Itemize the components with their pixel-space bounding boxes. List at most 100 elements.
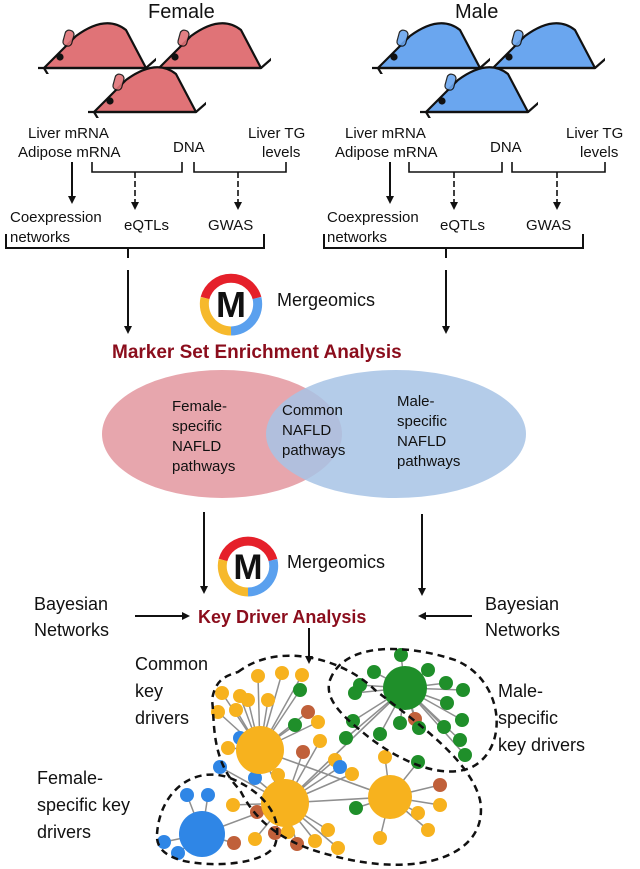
venn-male <box>266 370 526 498</box>
female-gwas-label: GWAS <box>208 217 253 234</box>
male-gwas-label: GWAS <box>526 217 571 234</box>
male-mice <box>370 22 605 118</box>
network-node <box>394 648 408 662</box>
kda-title: Key Driver Analysis <box>198 607 366 627</box>
bracket <box>511 162 606 173</box>
logo-blue-arc <box>247 558 279 597</box>
mergeomics-name: Mergeomics <box>277 290 375 310</box>
network-node <box>215 686 229 700</box>
network-node <box>440 696 454 710</box>
network-node <box>157 835 171 849</box>
network-node <box>339 731 353 745</box>
network-node <box>349 801 363 815</box>
male-inputs: Liver mRNA Adipose mRNA DNA Liver TG lev… <box>323 125 623 334</box>
mouse-icon <box>418 66 538 118</box>
male-mrna-label-2: Adipose mRNA <box>335 144 438 161</box>
network-node <box>453 733 467 747</box>
male-mrna-label: Liver mRNA <box>345 125 426 142</box>
network-node <box>227 836 241 850</box>
male-tg-label: Liver TG <box>566 125 623 142</box>
network-edge <box>284 687 406 804</box>
network-node <box>201 788 215 802</box>
network-node <box>301 705 315 719</box>
network-node <box>411 755 425 769</box>
network-node <box>268 826 282 840</box>
male-eqtls-label: eQTLs <box>440 217 485 234</box>
logo-yellow-arc <box>199 297 232 336</box>
mergeomics-logo: M <box>217 536 279 597</box>
female-mrna-label-2: Adipose mRNA <box>18 144 121 161</box>
network-node <box>311 715 325 729</box>
network-node <box>421 823 435 837</box>
venn-common-text: Common NAFLD pathways <box>282 402 347 459</box>
network-node <box>171 846 185 860</box>
network-node <box>288 718 302 732</box>
network-node <box>275 666 289 680</box>
network-node <box>295 668 309 682</box>
network-node <box>271 768 285 782</box>
logo-letter: M <box>216 284 246 325</box>
logo-yellow-arc <box>217 558 249 597</box>
male-coexp-label: Coexpression <box>327 209 419 226</box>
key-driver-hub <box>368 775 412 819</box>
female-tg-label-2: levels <box>262 144 300 161</box>
network-node <box>393 716 407 730</box>
female-mrna-label: Liver mRNA <box>28 125 109 142</box>
network-node <box>293 683 307 697</box>
network-node <box>321 823 335 837</box>
network-node <box>281 825 295 839</box>
male-title: Male <box>455 1 498 23</box>
network-node <box>248 832 262 846</box>
logo-red-arc <box>200 273 262 300</box>
network-node <box>296 745 310 759</box>
logo-red-arc <box>218 536 278 562</box>
network-node <box>226 798 240 812</box>
network-node <box>455 713 469 727</box>
bracket <box>193 162 287 173</box>
network-node <box>345 767 359 781</box>
venn-male-text: Male- specific NAFLD pathways <box>397 393 460 470</box>
logo-letter: M <box>233 548 262 587</box>
network-node <box>261 693 275 707</box>
male-dna-label: DNA <box>490 139 522 156</box>
network-node <box>313 734 327 748</box>
network-node <box>437 720 451 734</box>
female-coexp-label-2: networks <box>10 229 70 246</box>
network-node <box>412 721 426 735</box>
female-eqtls-label: eQTLs <box>124 217 169 234</box>
mergeomics-logo: M <box>199 273 263 336</box>
key-driver-hub <box>383 666 427 710</box>
female-tg-label: Liver TG <box>248 125 305 142</box>
msea-title: Marker Set Enrichment Analysis <box>112 342 402 363</box>
female-title: Female <box>148 1 215 23</box>
network-node <box>229 703 243 717</box>
network-node <box>411 806 425 820</box>
bracket <box>91 162 183 173</box>
bracket <box>408 162 503 173</box>
network-node <box>308 834 322 848</box>
network-node <box>378 750 392 764</box>
network-node <box>373 727 387 741</box>
bracket <box>323 234 584 258</box>
bracket <box>5 234 265 258</box>
key-driver-hub <box>236 726 284 774</box>
female-inputs: Liver mRNA Adipose mRNA DNA Liver TG lev… <box>5 125 305 334</box>
network-node <box>433 778 447 792</box>
network-node <box>458 748 472 762</box>
female-dna-label: DNA <box>173 139 205 156</box>
venn-diagram: Female- specific NAFLD pathways Common N… <box>102 370 526 498</box>
network-node <box>331 841 345 855</box>
venn-female-text: Female- specific NAFLD pathways <box>172 398 235 475</box>
network-node <box>439 676 453 690</box>
key-driver-hub <box>179 811 225 857</box>
network-node <box>367 665 381 679</box>
network-node <box>346 714 360 728</box>
network-node <box>433 798 447 812</box>
male-tg-label-2: levels <box>580 144 618 161</box>
